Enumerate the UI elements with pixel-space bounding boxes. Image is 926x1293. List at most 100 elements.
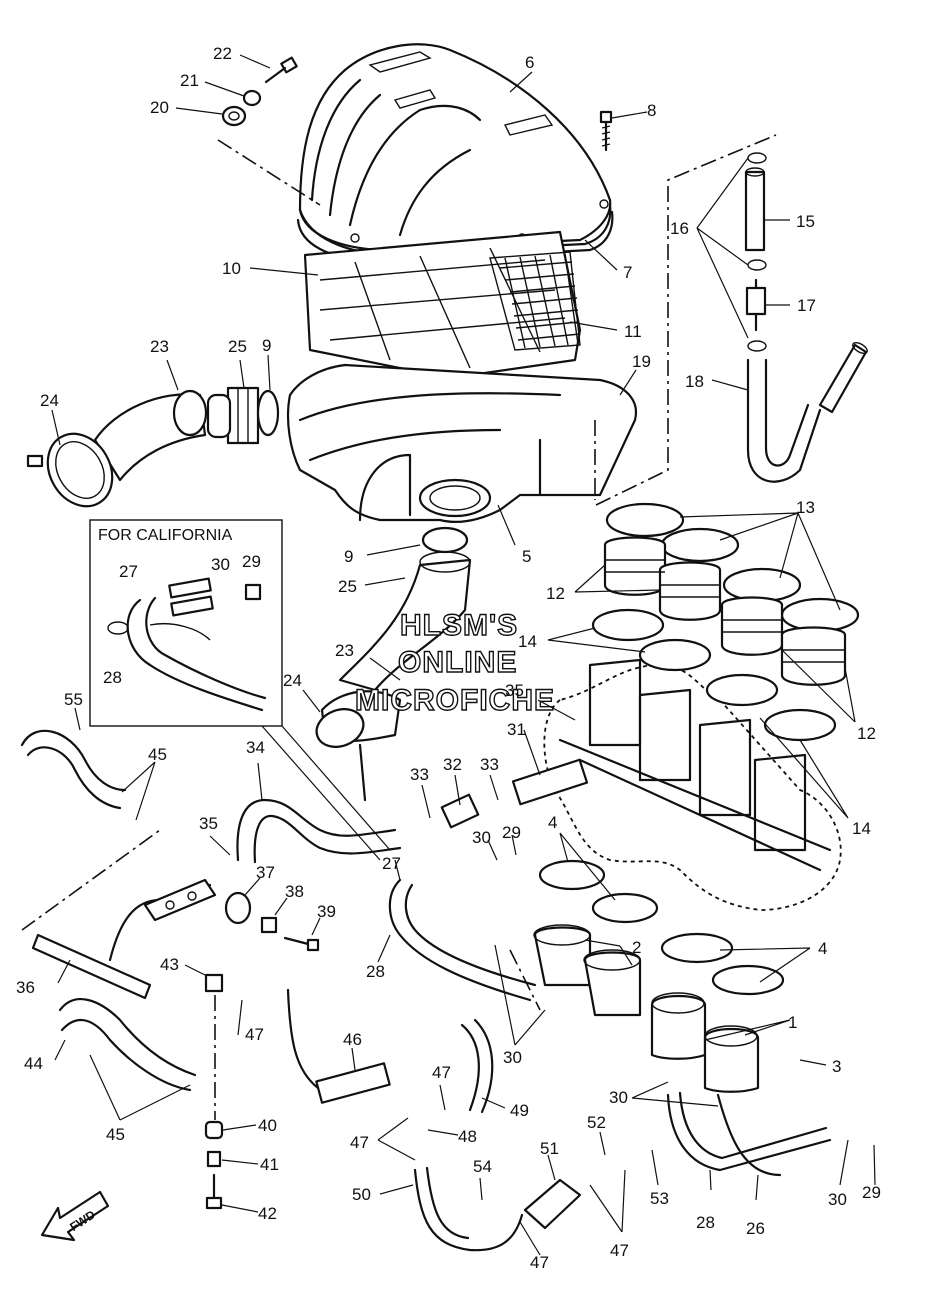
callout-23-center: 23 [335, 641, 354, 660]
callout-31: 31 [507, 720, 526, 739]
callout-30-far-right: 30 [828, 1190, 847, 1209]
callout-19: 19 [632, 352, 651, 371]
grommet-37 [224, 891, 252, 925]
callout-12-left: 12 [546, 584, 565, 603]
callout-18: 18 [685, 372, 704, 391]
callout-45-lower: 45 [106, 1125, 125, 1144]
callout-32: 32 [443, 755, 462, 774]
callout-41: 41 [260, 1155, 279, 1174]
cap-32 [440, 793, 480, 829]
callout-15: 15 [796, 212, 815, 231]
callout-55: 55 [64, 690, 83, 709]
breather-hose-18 [746, 342, 868, 483]
callout-50: 50 [352, 1185, 371, 1204]
hose-50 [413, 1166, 524, 1252]
callout-25-left: 25 [228, 337, 247, 356]
watermark-line1: HLSM'S [400, 609, 518, 642]
callout-53: 53 [650, 1189, 669, 1208]
grommet-20 [221, 105, 247, 127]
callout-2: 2 [632, 938, 641, 957]
callout-48: 48 [458, 1127, 477, 1146]
callout-45-upper: 45 [148, 745, 167, 764]
callout-39: 39 [317, 902, 336, 921]
callout-6: 6 [525, 53, 534, 72]
pipe-31 [511, 758, 589, 806]
callout-24-left: 24 [40, 391, 59, 410]
callout-8: 8 [647, 101, 656, 120]
callout-28-box: 28 [103, 668, 122, 687]
callout-35-upper: 35 [505, 681, 524, 700]
bolt-39 [283, 936, 320, 952]
bolt-22 [264, 56, 298, 84]
callout-9-left: 9 [262, 336, 271, 355]
joint-25 [206, 386, 260, 445]
callout-10: 10 [222, 259, 241, 278]
watermark-line3: MICROFICHE [355, 684, 555, 717]
callout-20: 20 [150, 98, 169, 117]
collar-41 [206, 1150, 222, 1168]
airbox-cover [298, 43, 612, 256]
joint-rubber-group [603, 536, 847, 686]
nut-43 [204, 973, 224, 993]
callout-30-right: 30 [609, 1088, 628, 1107]
callout-27-box: 27 [119, 562, 138, 581]
callout-47-lower: 47 [350, 1133, 369, 1152]
bolt-42 [205, 1173, 223, 1210]
clamp-24 [26, 432, 114, 508]
callout-44: 44 [24, 1054, 43, 1073]
callout-3: 3 [832, 1057, 841, 1076]
callout-52: 52 [587, 1113, 606, 1132]
callout-23-left: 23 [150, 337, 169, 356]
air-filter-element [303, 230, 582, 380]
callout-43: 43 [160, 955, 179, 974]
callout-46: 46 [343, 1030, 362, 1049]
watermark-line2: ONLINE [398, 646, 517, 679]
callout-30-box: 30 [211, 555, 230, 574]
callout-30-lower: 30 [472, 828, 491, 847]
carb-joints [533, 859, 785, 1093]
filter-51 [523, 1178, 582, 1230]
callout-42: 42 [258, 1204, 277, 1223]
callout-29-right: 29 [862, 1183, 881, 1202]
callout-7: 7 [623, 263, 632, 282]
callout-47-mid: 47 [432, 1063, 451, 1082]
callout-38: 38 [285, 882, 304, 901]
breather-hose-15 [744, 167, 766, 252]
callout-36: 36 [16, 978, 35, 997]
callout-33-left: 33 [410, 765, 429, 784]
callout-5: 5 [522, 547, 531, 566]
carburetor-assembly [543, 658, 842, 911]
washer-21 [242, 89, 262, 107]
callout-33-right: 33 [480, 755, 499, 774]
callout-37: 37 [256, 863, 275, 882]
callout-47-left: 47 [245, 1025, 264, 1044]
intake-duct-23 [93, 389, 208, 482]
callout-47-bottom: 47 [530, 1253, 549, 1272]
callout-35-lower: 35 [199, 814, 218, 833]
callout-40: 40 [258, 1116, 277, 1135]
callout-25-center: 25 [338, 577, 357, 596]
seal-9-left [256, 389, 280, 437]
callout-47-right: 47 [610, 1241, 629, 1260]
hose-49 [460, 1018, 494, 1114]
callout-29-box: 29 [242, 552, 261, 571]
callout-26: 26 [746, 1219, 765, 1238]
filter-mesh [489, 251, 581, 351]
callout-11: 11 [624, 322, 642, 341]
callout-9-center: 9 [344, 547, 353, 566]
callout-21: 21 [180, 71, 199, 90]
pipe-28-right [666, 1091, 832, 1177]
callout-34: 34 [246, 738, 265, 757]
callout-4-right: 4 [818, 939, 827, 958]
hose-44 [58, 998, 197, 1092]
collar-38 [260, 916, 278, 934]
callout-54: 54 [473, 1157, 492, 1176]
callout-14-left: 14 [518, 632, 537, 651]
callout-labels: 1 2 3 4 4 5 6 7 8 9 9 10 11 12 12 13 14 … [16, 44, 881, 1272]
hose-27-lower [388, 878, 537, 1002]
hose-34 [236, 798, 402, 864]
watermark: HLSM'S ONLINE MICROFICHE [354, 608, 555, 717]
bolt-8 [599, 110, 613, 152]
callout-30-bottom: 30 [503, 1048, 522, 1067]
